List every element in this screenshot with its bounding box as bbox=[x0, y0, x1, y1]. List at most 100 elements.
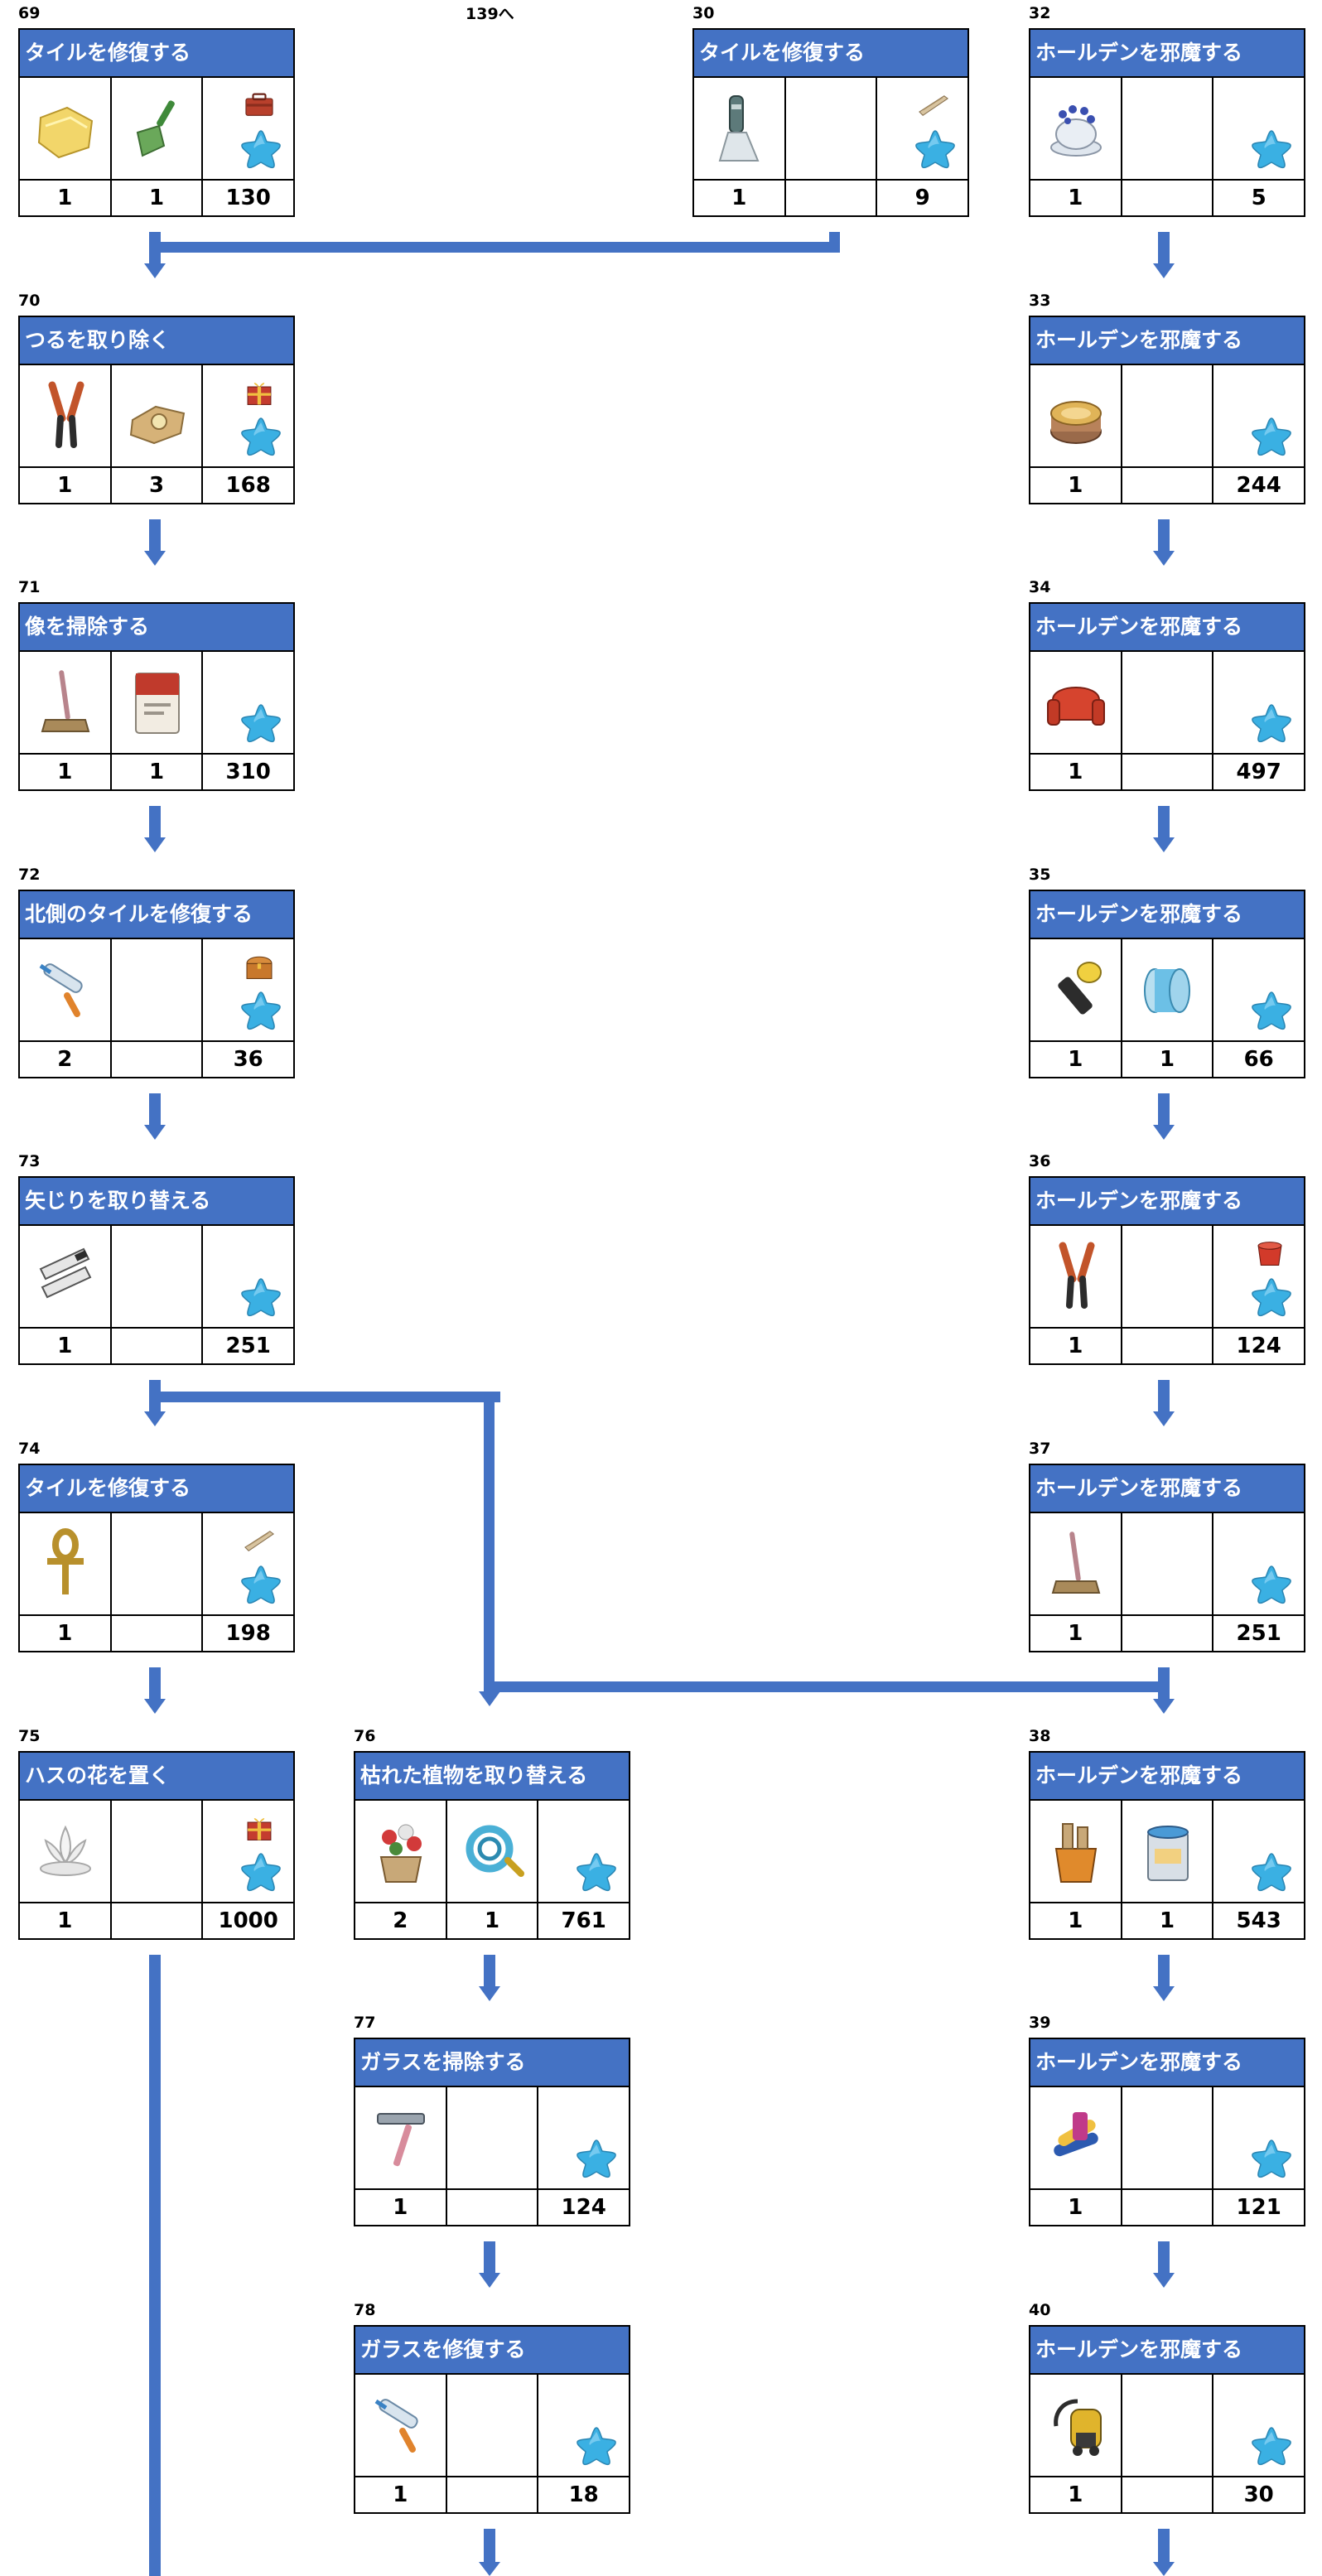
star-icon bbox=[240, 1852, 282, 1892]
task-number: 76 bbox=[354, 1727, 376, 1745]
task-items-row bbox=[1030, 365, 1304, 466]
task-title: 北側のタイルを修復する bbox=[20, 891, 293, 939]
reward-count: 121 bbox=[1236, 2195, 1281, 2220]
flashlight-icon bbox=[1045, 954, 1107, 1025]
item-count: 1 bbox=[1030, 1903, 1122, 1938]
item-count bbox=[112, 1616, 204, 1651]
wax-jar-icon bbox=[1045, 380, 1107, 451]
item-count: 1 bbox=[1030, 755, 1122, 789]
task-number: 38 bbox=[1029, 1727, 1051, 1745]
reward-cell bbox=[203, 1801, 293, 1902]
item-cell bbox=[20, 1226, 112, 1327]
task-number: 32 bbox=[1029, 4, 1051, 22]
item-cell bbox=[355, 2087, 447, 2188]
star-icon bbox=[1251, 417, 1292, 456]
reward-count: 198 bbox=[225, 1621, 271, 1646]
reward-count: 497 bbox=[1236, 760, 1281, 784]
brush-bucket-icon bbox=[1045, 1816, 1107, 1887]
link-to-139[interactable]: 139へ bbox=[466, 5, 514, 23]
item-count bbox=[447, 2190, 539, 2225]
reward-cell bbox=[538, 2087, 629, 2188]
reward-cell bbox=[1213, 365, 1304, 466]
trowel-icon bbox=[126, 93, 189, 164]
reward-count: 244 bbox=[1236, 473, 1281, 498]
task-title: ガラスを修復する bbox=[355, 2327, 629, 2375]
task-title: ホールデンを邪魔する bbox=[1030, 2327, 1304, 2375]
reward-count: 168 bbox=[225, 473, 271, 498]
flower-pot-icon bbox=[369, 1816, 432, 1887]
task-items-row bbox=[1030, 1513, 1304, 1614]
task-title: タイルを修復する bbox=[694, 30, 967, 78]
task-number: 77 bbox=[354, 2014, 376, 2032]
star-icon bbox=[1251, 2426, 1292, 2466]
item-cell bbox=[20, 365, 112, 466]
task-title: ガラスを掃除する bbox=[355, 2039, 629, 2087]
item-count bbox=[1122, 1329, 1214, 1363]
star-icon bbox=[1251, 129, 1292, 169]
reward-cell bbox=[203, 1226, 293, 1327]
item-cell bbox=[447, 2087, 539, 2188]
star-icon bbox=[240, 417, 282, 456]
squeegee-icon bbox=[369, 2102, 432, 2173]
item-cell bbox=[20, 1513, 112, 1614]
item-cell bbox=[20, 1801, 112, 1902]
item-cell bbox=[112, 652, 204, 753]
item-count: 1 bbox=[20, 181, 112, 215]
task-number: 72 bbox=[18, 866, 41, 884]
reward-count: 130 bbox=[225, 186, 271, 210]
task-items-row bbox=[355, 2375, 629, 2476]
item-cell bbox=[112, 939, 204, 1040]
task-items-row bbox=[1030, 939, 1304, 1040]
plank-icon bbox=[913, 86, 954, 124]
reward-cell bbox=[1213, 1801, 1304, 1902]
item-cell bbox=[1030, 1801, 1122, 1902]
reward-count: 18 bbox=[568, 2482, 599, 2507]
item-count: 2 bbox=[20, 1042, 112, 1077]
item-cell bbox=[1122, 78, 1214, 179]
task-items-row bbox=[20, 939, 293, 1040]
task-title: ホールデンを邪魔する bbox=[1030, 891, 1304, 939]
task-items-row bbox=[355, 2087, 629, 2188]
reward-cell bbox=[538, 2375, 629, 2476]
task-title: ホールデンを邪魔する bbox=[1030, 1178, 1304, 1226]
broom-icon bbox=[1045, 1528, 1107, 1599]
gift-icon bbox=[239, 374, 280, 412]
task-items-row bbox=[355, 1801, 629, 1902]
task-items-row bbox=[20, 652, 293, 753]
item-cell bbox=[112, 1226, 204, 1327]
item-count: 1 bbox=[112, 755, 204, 789]
task-items-row bbox=[1030, 78, 1304, 179]
reward-cell bbox=[203, 939, 293, 1040]
reward-count: 30 bbox=[1243, 2482, 1274, 2507]
reward-count: 5 bbox=[1251, 186, 1267, 210]
item-cell bbox=[112, 1801, 204, 1902]
armchair-icon bbox=[1045, 667, 1107, 738]
bucket-red-icon bbox=[1249, 1234, 1291, 1272]
item-cell bbox=[1122, 365, 1214, 466]
